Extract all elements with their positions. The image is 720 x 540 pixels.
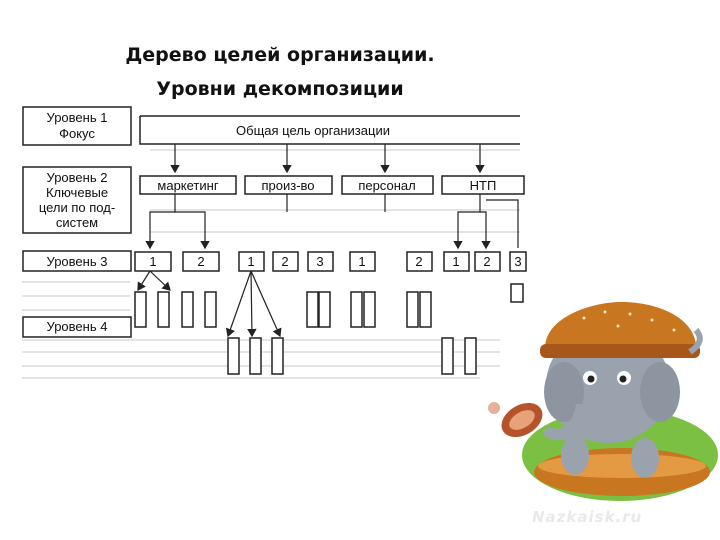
level-2-line-2: Ключевые bbox=[46, 185, 108, 200]
title-line-1: Дерево целей организации. bbox=[125, 44, 435, 66]
subsystem-production: произ-во bbox=[261, 178, 314, 193]
level-3-boxes bbox=[134, 251, 527, 272]
elephant-burger-illustration bbox=[488, 302, 718, 501]
subsystem-connectors bbox=[145, 194, 519, 250]
subsystem-box-production bbox=[244, 175, 333, 195]
slide-title: Дерево целей организации. Уровни декомпо… bbox=[60, 38, 500, 106]
subgoal-label: 3 bbox=[514, 254, 521, 269]
subsystem-personnel: персонал bbox=[358, 178, 415, 193]
subgoal-label: 2 bbox=[483, 254, 490, 269]
subgoal-label: 2 bbox=[415, 254, 422, 269]
goal-connectors bbox=[170, 144, 485, 174]
organization-goal-box: Общая цель организации bbox=[139, 115, 520, 145]
subgoal-label: 1 bbox=[452, 254, 459, 269]
subsystem-ntp: НТП bbox=[470, 178, 497, 193]
level-3-connectors bbox=[137, 270, 282, 338]
level-3-label: Уровень 3 bbox=[47, 254, 108, 269]
level-2-label: Уровень 2 bbox=[47, 170, 108, 185]
title-line-2: Уровни декомпозиции bbox=[156, 78, 404, 100]
subsystem-box-personnel bbox=[341, 175, 434, 195]
subgoal-label: 1 bbox=[358, 254, 365, 269]
subgoal-label: 1 bbox=[149, 254, 156, 269]
level-1-box: Уровень 1 Фокус bbox=[22, 106, 132, 146]
subsystem-box-marketing bbox=[139, 175, 237, 195]
subgoal-label: 2 bbox=[197, 254, 204, 269]
subgoal-label: 1 bbox=[247, 254, 254, 269]
subsystem-boxes bbox=[139, 175, 525, 195]
subgoal-label: 3 bbox=[316, 254, 323, 269]
subgoal-label: 2 bbox=[281, 254, 288, 269]
watermark-text: Nazkaisk.ru bbox=[532, 508, 643, 526]
level-1-label: Уровень 1 bbox=[47, 110, 108, 125]
level-4-box: Уровень 4 bbox=[22, 316, 132, 338]
level-2-line-3: цели по под- bbox=[39, 200, 115, 215]
level-2-line-4: систем bbox=[56, 215, 98, 230]
subsystem-box-ntp bbox=[441, 175, 525, 195]
level-2-box: Уровень 2 Ключевые цели по под- систем bbox=[22, 166, 132, 234]
subsystem-marketing: маркетинг bbox=[157, 178, 218, 193]
level-4-label: Уровень 4 bbox=[47, 319, 108, 334]
level-3-box: Уровень 3 bbox=[22, 250, 132, 272]
level-4-boxes bbox=[134, 283, 524, 375]
organization-goal-label: Общая цель организации bbox=[236, 123, 390, 138]
level-1-sublabel: Фокус bbox=[59, 126, 95, 141]
